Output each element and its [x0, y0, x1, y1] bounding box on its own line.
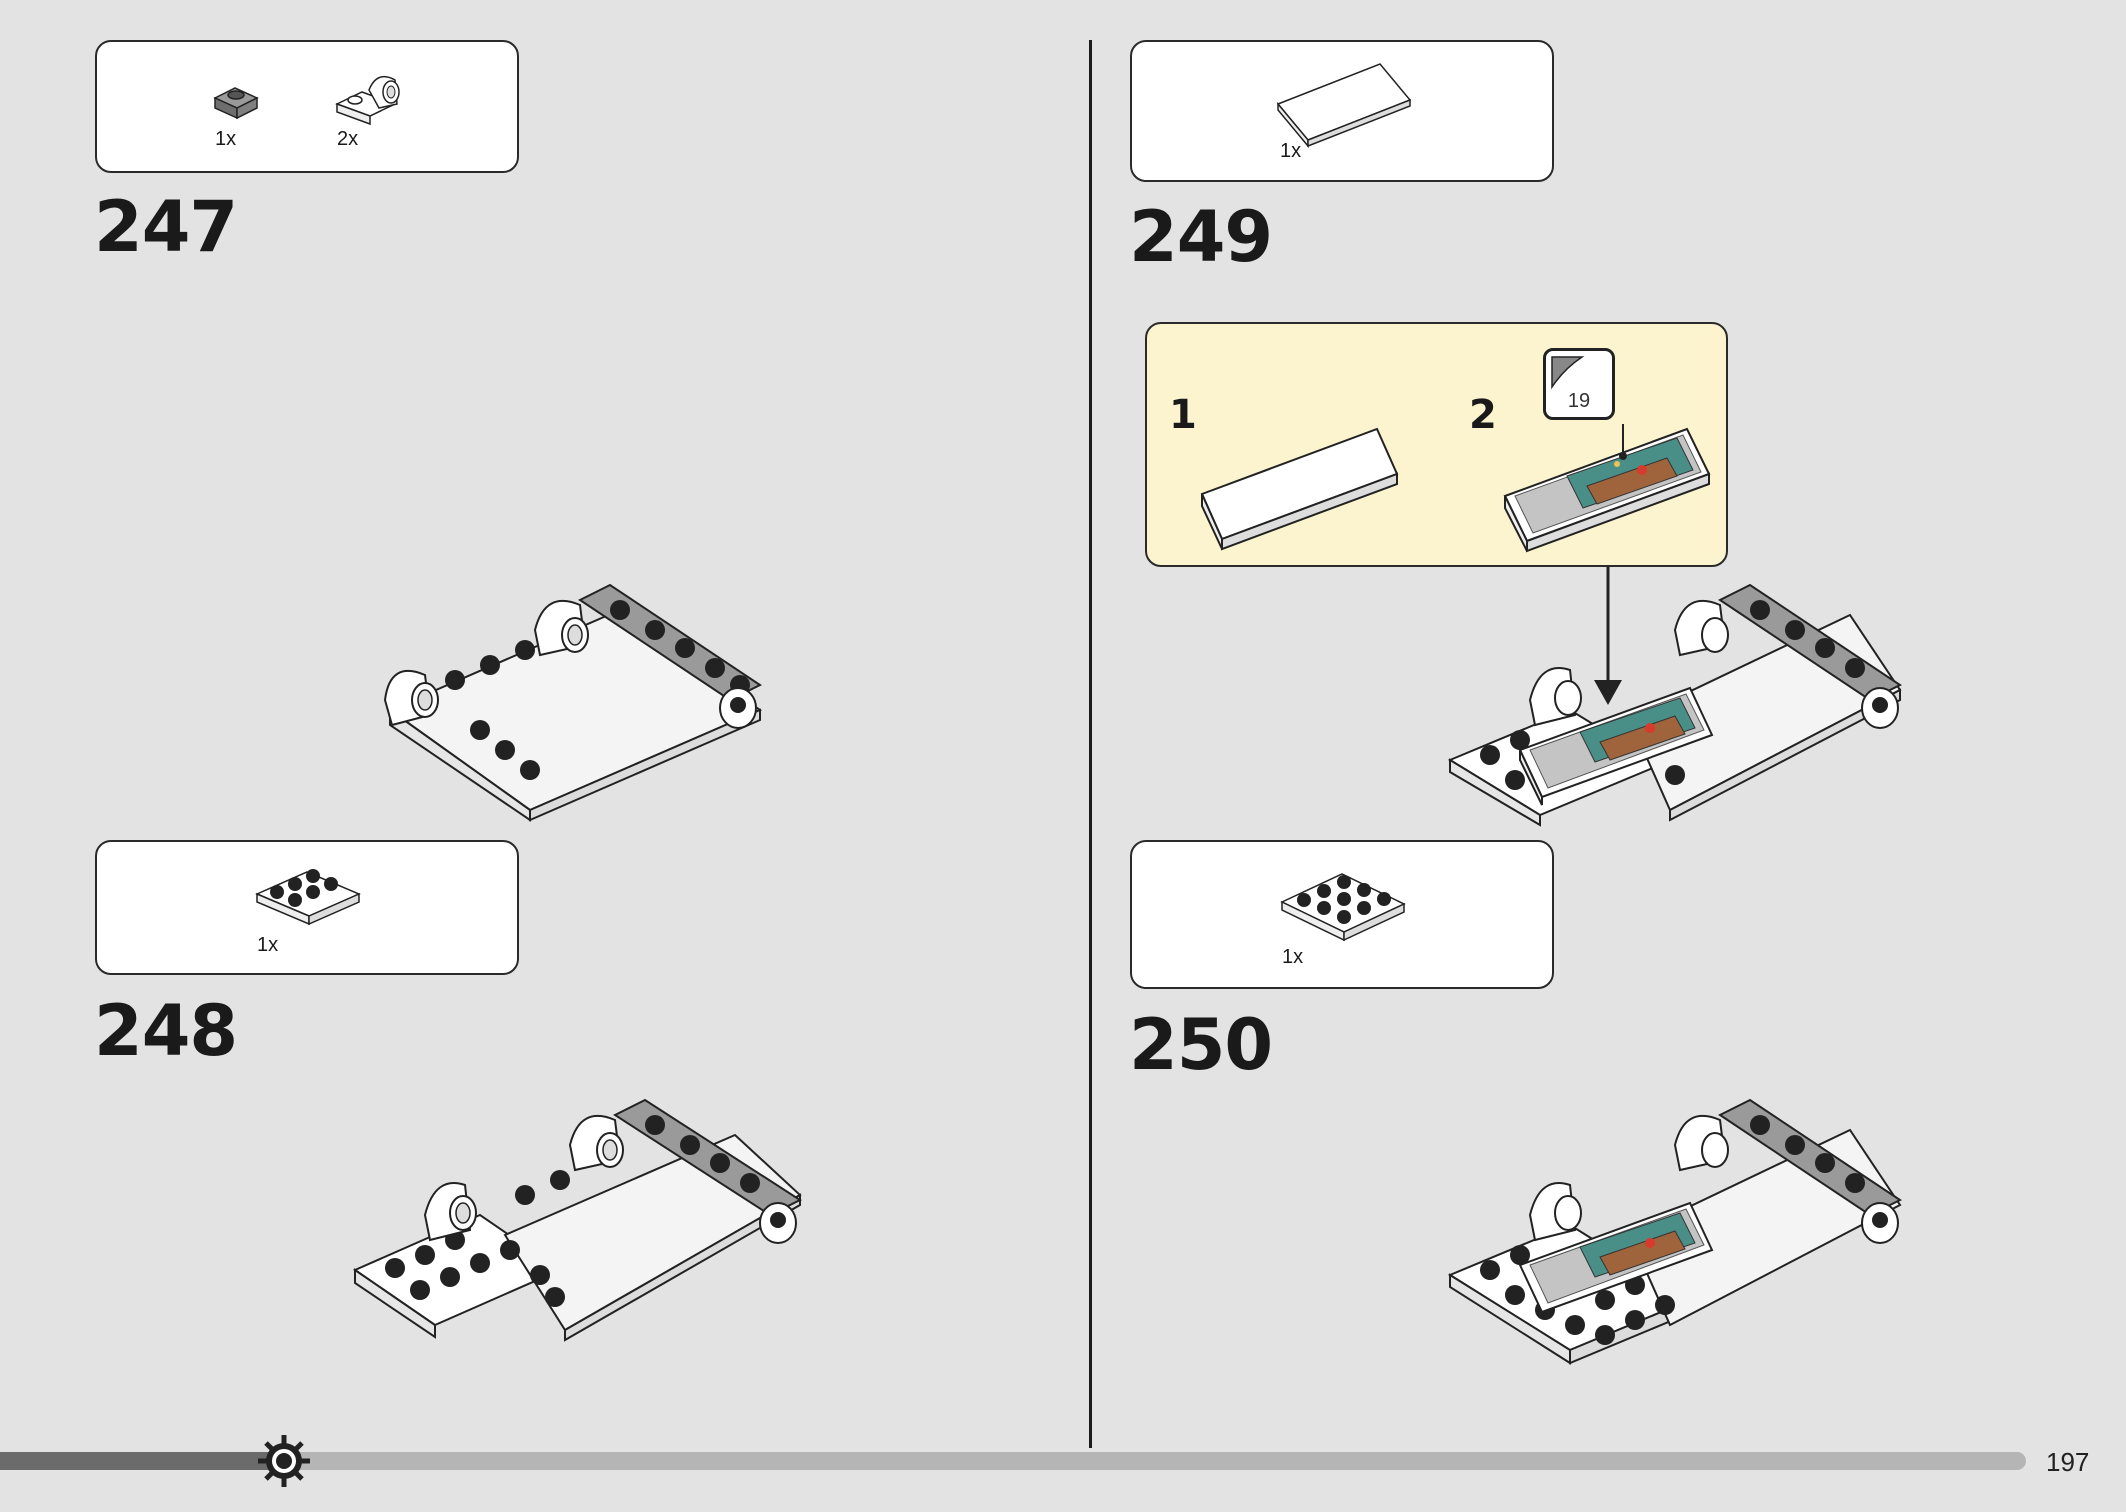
parts-callout-249: 1x — [1130, 40, 1554, 182]
step-number: 250 — [1129, 1004, 1273, 1086]
substep-number: 1 — [1169, 392, 1197, 438]
step-number: 248 — [94, 990, 238, 1072]
plain-tile-icon — [1200, 427, 1399, 551]
part-qty: 2x — [337, 128, 359, 150]
arrow-down-icon — [1594, 680, 1622, 705]
substep-number: 2 — [1469, 392, 1497, 438]
page-number: 197 — [2046, 1447, 2090, 1477]
parts-callout-250: 1x — [1130, 840, 1554, 989]
gear-icon — [258, 1435, 310, 1487]
white-square-plate-icon — [1280, 873, 1406, 942]
step-number: 247 — [94, 186, 238, 268]
sticker-number: 19 — [1567, 390, 1591, 412]
substep-panel: 1 2 — [1145, 322, 1728, 567]
parts-callout-248: 1x — [95, 840, 519, 975]
part-qty: 1x — [215, 128, 237, 150]
progress-track — [0, 1452, 2026, 1470]
parts-callout-247: 1x 2x — [95, 40, 519, 173]
step-number: 249 — [1129, 196, 1273, 278]
parts-illustration-247 — [213, 75, 400, 126]
white-tile-icon — [1276, 63, 1412, 149]
parts-illustration-249 — [1276, 63, 1412, 149]
page-divider — [1089, 40, 1092, 1448]
sticker-corner-icon — [1551, 356, 1585, 390]
white-clip-plate-icon — [335, 75, 400, 126]
part-qty: 1x — [257, 934, 279, 956]
progress-fill — [0, 1452, 284, 1470]
sticker-reference: 19 — [1543, 348, 1615, 420]
part-qty: 1x — [1282, 946, 1304, 968]
white-plate-icon — [255, 869, 361, 926]
part-qty: 1x — [1280, 140, 1302, 162]
dark-gray-plate-icon — [213, 87, 259, 120]
stickered-tile-icon — [1503, 427, 1711, 553]
substep-illustration — [1200, 424, 1711, 553]
parts-illustration-248 — [255, 869, 361, 926]
parts-illustration-250 — [1280, 873, 1406, 942]
